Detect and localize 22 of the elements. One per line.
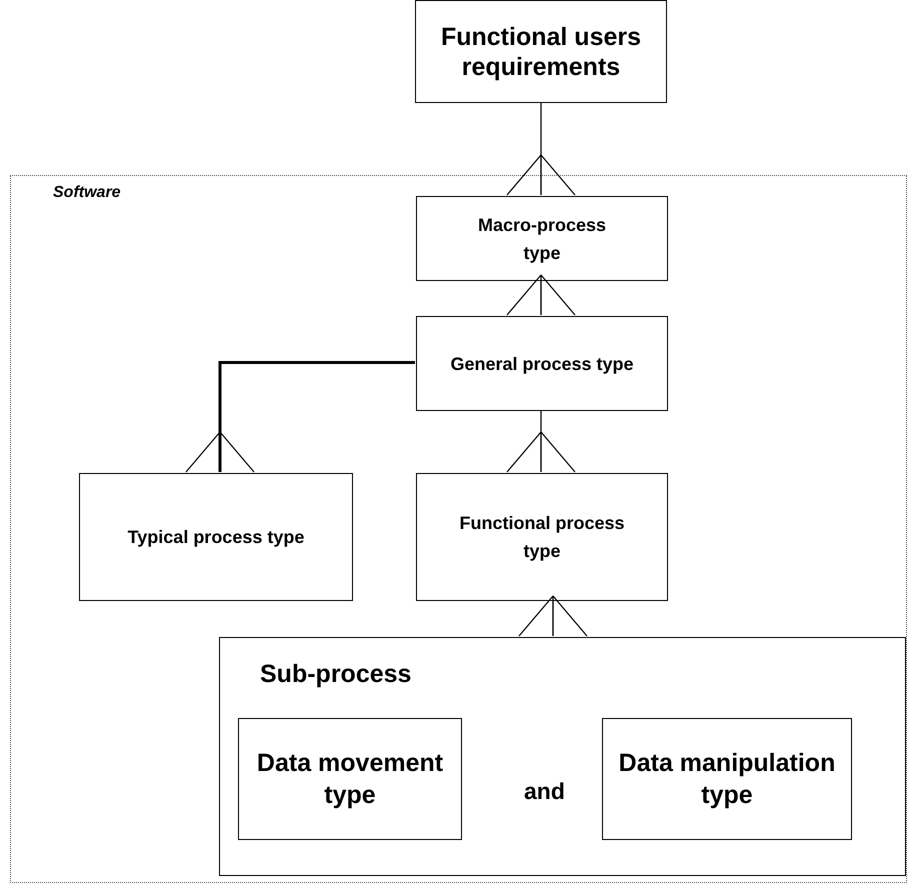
box-label: General process type (450, 352, 634, 376)
process-box (415, 0, 667, 103)
connector (506, 103, 576, 196)
region-label: Software (53, 183, 121, 203)
process-box (79, 473, 353, 601)
box-label: Functional process type (458, 512, 626, 563)
process-box (416, 473, 668, 601)
process-box (416, 196, 668, 281)
conjunction-label: and (524, 777, 565, 806)
boundary-region (10, 175, 907, 883)
container-box (219, 637, 906, 876)
process-box (238, 718, 462, 840)
box-label: Data manipulation type (618, 748, 836, 811)
region-label: Sub-process (260, 659, 412, 690)
connector (185, 361, 415, 473)
box-label: Functional users requirements (440, 22, 642, 82)
connector (506, 410, 576, 473)
box-label: Typical process type (128, 526, 304, 549)
process-box (416, 316, 668, 411)
box-label: Macro-process type (476, 214, 608, 265)
process-box (602, 718, 852, 840)
box-label: Data movement type (256, 748, 444, 811)
